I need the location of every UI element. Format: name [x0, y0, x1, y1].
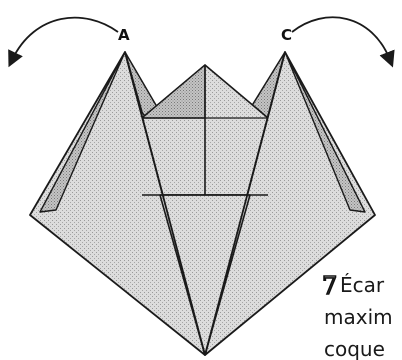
- arrow-left: [12, 18, 118, 60]
- caption-line-2: maxim: [324, 305, 393, 329]
- center-top-left-face: [142, 65, 205, 118]
- caption-line-1: Écar: [340, 273, 385, 297]
- caption-line-3: coque: [324, 337, 385, 360]
- label-a: A: [118, 26, 130, 44]
- arrow-right: [292, 17, 390, 60]
- step-number: 7: [322, 272, 337, 300]
- label-c: C: [281, 26, 292, 44]
